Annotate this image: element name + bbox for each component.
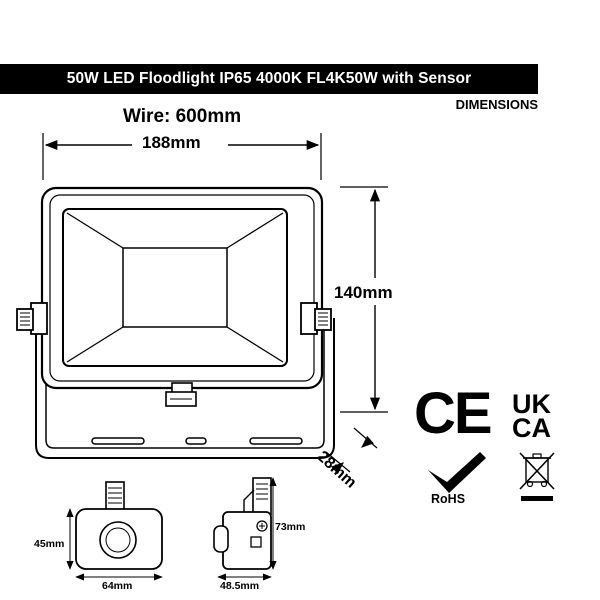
sensor-side-view <box>213 477 277 581</box>
bracket-slot-center <box>185 437 207 445</box>
sensor-side-height-label: 73mm <box>275 521 306 533</box>
page-title: 50W LED Floodlight IP65 4000K FL4K50W wi… <box>66 70 472 87</box>
mounting-bracket <box>35 318 335 459</box>
wire-length-label: Wire: 600mm <box>123 106 242 127</box>
dimensions-heading: DIMENSIONS <box>455 97 538 112</box>
ukca-mark-bottom: CA <box>512 413 551 443</box>
sensor-connector <box>165 382 197 407</box>
ce-mark: CE <box>414 381 493 446</box>
sensor-height-label: 45mm <box>34 538 65 550</box>
ukca-mark: UK CA <box>512 389 564 443</box>
bracket-slot-right <box>249 437 303 445</box>
led-lens <box>62 208 288 367</box>
sensor-side-depth-label: 48.5mm <box>220 580 260 592</box>
height-label: 140mm <box>334 283 393 302</box>
sensor-width-label: 64mm <box>102 580 133 592</box>
left-adjust-knob <box>16 302 48 335</box>
rohs-checkmark-icon <box>428 452 486 493</box>
sensor-front-view <box>66 481 163 581</box>
width-label: 188mm <box>142 133 201 152</box>
bracket-slot-left <box>91 437 145 445</box>
right-adjust-knob <box>300 302 332 335</box>
width-dimension-line <box>42 133 322 180</box>
ukca-mark-top: UK <box>512 389 551 419</box>
title-bar: 50W LED Floodlight IP65 4000K FL4K50W wi… <box>0 64 538 94</box>
height-dimension-line <box>340 186 388 413</box>
rohs-label: RoHS <box>431 492 466 506</box>
weee-crossed-bin-icon <box>519 452 555 501</box>
